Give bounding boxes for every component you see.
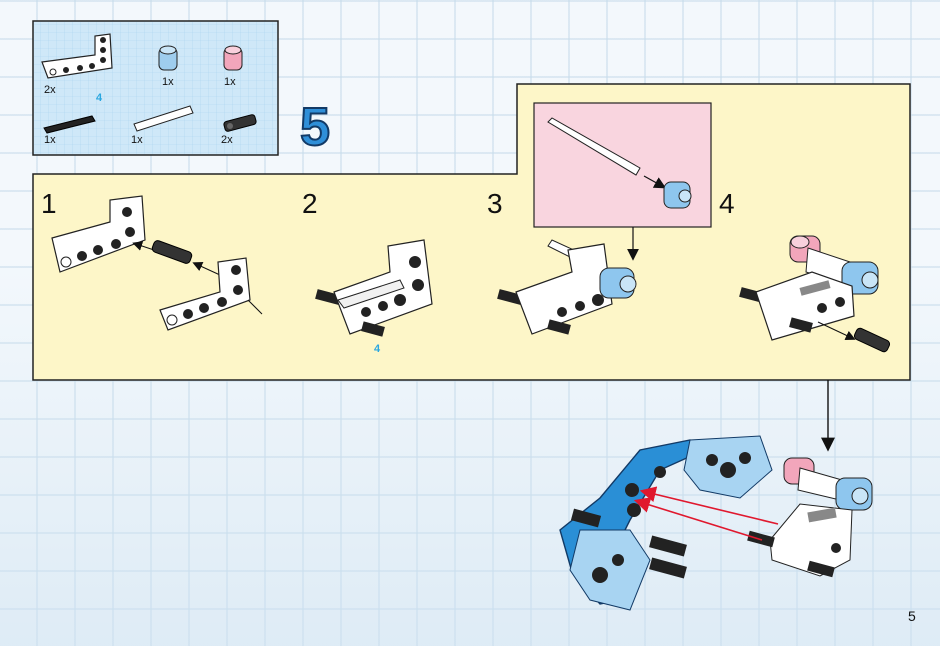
blue-bush-part	[158, 45, 178, 71]
step2-drawing	[315, 239, 433, 337]
l-beam-qty: 2x	[44, 84, 56, 96]
white-axle-part	[133, 105, 194, 132]
black-axle-part	[43, 115, 96, 134]
l-beam-part	[41, 33, 113, 79]
black-pin-part	[223, 114, 257, 132]
parts-list-box	[32, 20, 279, 156]
step4-drawing	[739, 235, 891, 353]
axle-length-label: 4	[96, 92, 103, 104]
white-axle-qty: 1x	[131, 134, 143, 146]
pink-bush-part	[223, 45, 243, 71]
sub-step-3-label: 3	[487, 188, 503, 219]
final-assembly	[559, 435, 873, 611]
black-pin-qty: 2x	[221, 134, 233, 146]
blue-bush-qty: 1x	[162, 76, 174, 88]
step-number: 5	[299, 97, 331, 157]
sub-assembly-inset	[533, 102, 712, 261]
pink-bush-qty: 1x	[224, 76, 236, 88]
sub-step-4-label: 4	[719, 188, 735, 219]
step3-drawing	[497, 239, 637, 335]
sub-step-1-label: 1	[41, 188, 57, 219]
sub-step-2-callout: 4	[374, 343, 381, 355]
page-number: 5	[908, 608, 916, 624]
sub-step-2-label: 2	[302, 188, 318, 219]
step1-drawing	[51, 195, 263, 331]
black-axle-qty: 1x	[44, 134, 56, 146]
